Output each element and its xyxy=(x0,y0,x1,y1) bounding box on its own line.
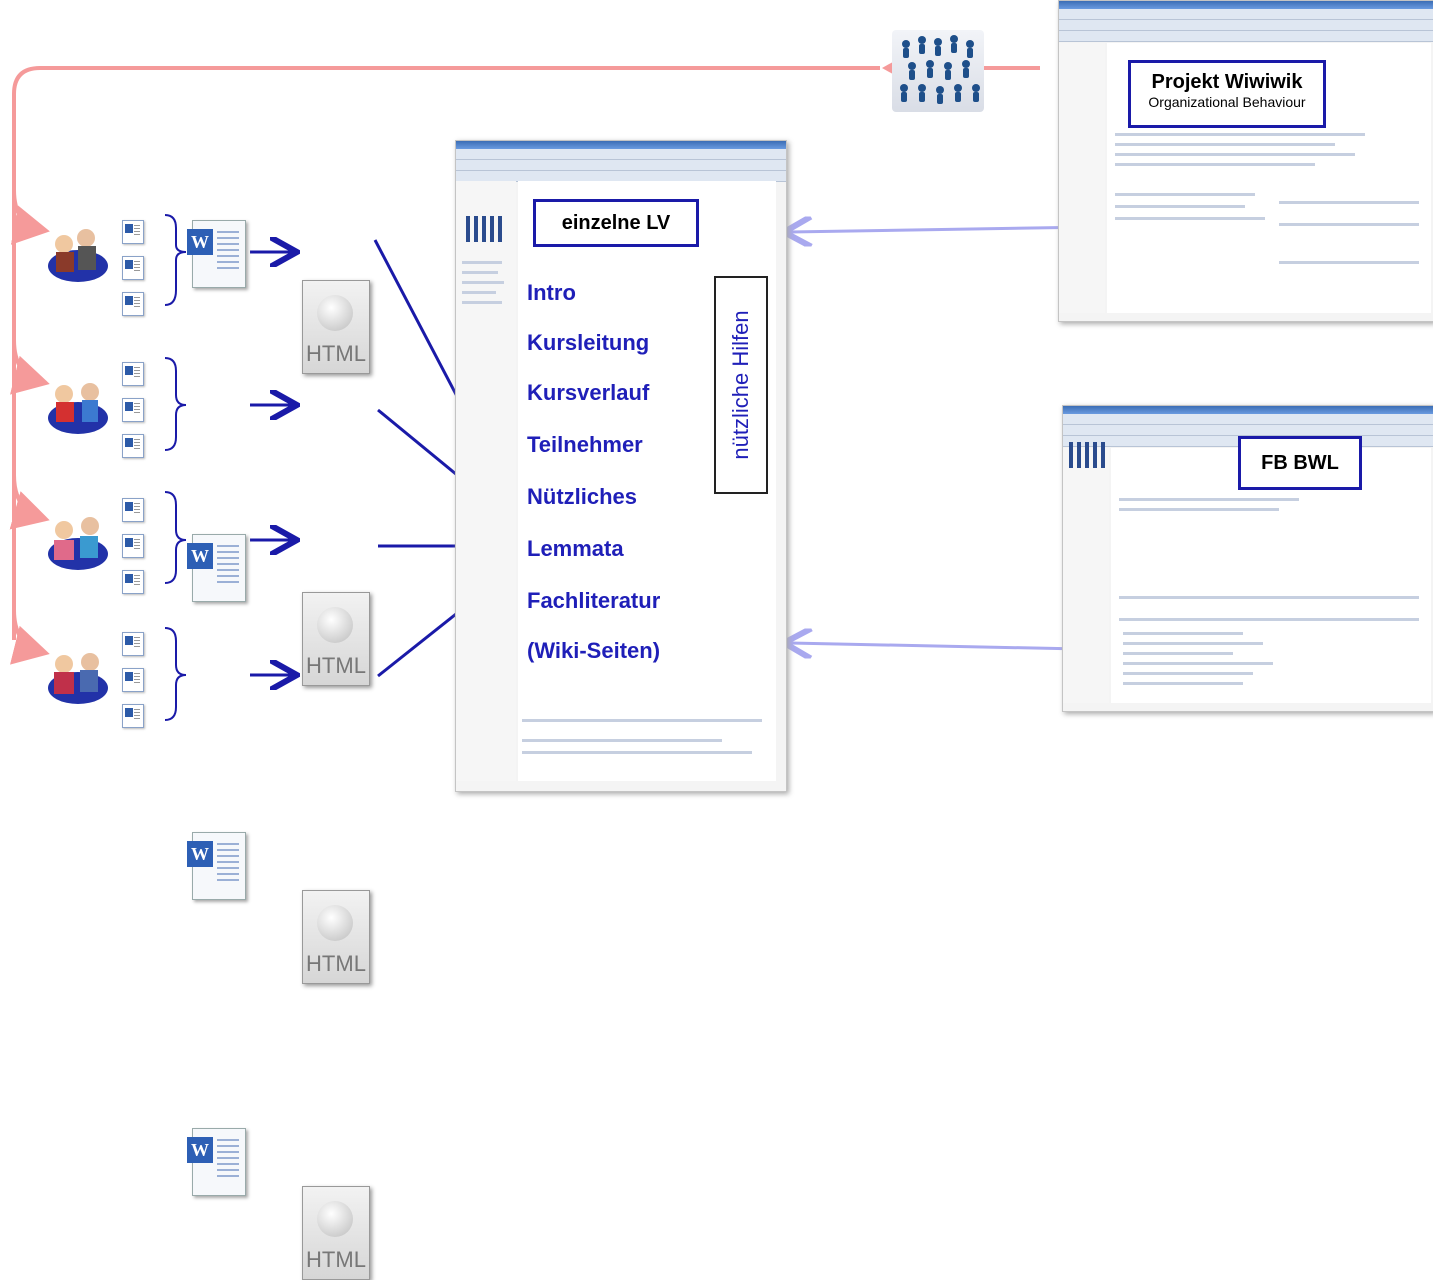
menu-item-lemmata: Lemmata xyxy=(527,536,624,561)
word-letter: W xyxy=(187,1137,213,1163)
pink-branch-2 xyxy=(9,339,50,395)
menu-item-intro: Intro xyxy=(527,280,576,305)
word-file-icon: W xyxy=(187,832,246,900)
connector-layer xyxy=(9,48,1433,721)
word-document-icon xyxy=(122,632,144,656)
pink-feedback-top xyxy=(12,66,880,640)
word-file-icon: W xyxy=(187,220,246,288)
wiki-logo xyxy=(1069,442,1109,468)
wiki-logo xyxy=(466,216,506,242)
html-file-icon: HTML xyxy=(302,890,370,984)
word-docs-column xyxy=(122,362,150,470)
word-document-icon xyxy=(122,704,144,728)
word-document-icon xyxy=(122,362,144,386)
word-letter: W xyxy=(187,841,213,867)
bracket-2 xyxy=(164,357,187,451)
html-label: HTML xyxy=(306,341,366,366)
projekt-wiwiwik-title: Projekt Wiwiwik xyxy=(1151,71,1303,93)
word-document-icon xyxy=(122,570,144,594)
fb-bwl-title: FB BWL xyxy=(1261,452,1339,474)
people-group-icon xyxy=(46,374,110,438)
word-document-icon xyxy=(122,398,144,422)
html-label: HTML xyxy=(306,1247,366,1272)
word-document-icon xyxy=(122,434,144,458)
menu-item-wiki-seiten: (Wiki-Seiten) xyxy=(527,638,661,663)
menu-item-nuetzliches: Nützliches xyxy=(527,484,638,509)
pink-branch-3 xyxy=(9,474,50,530)
nuetzliche-hilfen-box: nützliche Hilfen xyxy=(714,276,768,494)
projekt-wiwiwik-subtitle: Organizational Behaviour xyxy=(1148,94,1306,110)
bracket-4 xyxy=(164,627,187,721)
projekt-wiwiwik-box: Projekt Wiwiwik Organizational Behaviour xyxy=(1128,60,1326,128)
menu-item-kursleitung: Kursleitung xyxy=(527,330,650,355)
menu-item-fachliteratur: Fachliteratur xyxy=(527,588,661,613)
word-docs-column xyxy=(122,632,150,740)
word-docs-column xyxy=(122,220,150,328)
word-file-icon: W xyxy=(187,534,246,602)
html-label: HTML xyxy=(306,653,366,678)
html-file-icon: HTML xyxy=(302,280,370,374)
word-document-icon xyxy=(122,220,144,244)
menu-item-teilnehmer: Teilnehmer xyxy=(527,432,643,457)
word-document-icon xyxy=(122,498,144,522)
fb-bwl-screenshot xyxy=(1062,405,1433,712)
einzelne-lv-label: einzelne LV xyxy=(561,212,671,234)
word-file-icon: W xyxy=(187,1128,246,1196)
center-wiki-screenshot xyxy=(455,140,787,792)
word-document-icon xyxy=(122,292,144,316)
word-docs-column xyxy=(122,498,150,606)
pink-branch-4 xyxy=(9,609,50,665)
word-letter: W xyxy=(187,229,213,255)
bracket-1 xyxy=(164,214,187,306)
word-letter: W xyxy=(187,543,213,569)
einzelne-lv-box: einzelne LV xyxy=(533,199,699,247)
html-file-icon: HTML xyxy=(302,592,370,686)
people-group-icon xyxy=(46,644,110,708)
fb-bwl-box: FB BWL xyxy=(1238,436,1362,490)
nuetzliche-hilfen-label: nützliche Hilfen xyxy=(728,310,753,460)
projekt-wiwiwik-screenshot xyxy=(1058,0,1433,322)
word-document-icon xyxy=(122,534,144,558)
html-file-icon: HTML xyxy=(302,1186,370,1280)
word-document-icon xyxy=(122,668,144,692)
word-document-icon xyxy=(122,256,144,280)
bracket-3 xyxy=(164,491,187,584)
crowd-icon xyxy=(892,30,984,112)
people-group-icon xyxy=(46,510,110,574)
pink-branch-1 xyxy=(10,189,50,245)
html-label: HTML xyxy=(306,951,366,976)
menu-item-kursverlauf: Kursverlauf xyxy=(527,380,650,405)
people-group-icon xyxy=(46,222,110,286)
